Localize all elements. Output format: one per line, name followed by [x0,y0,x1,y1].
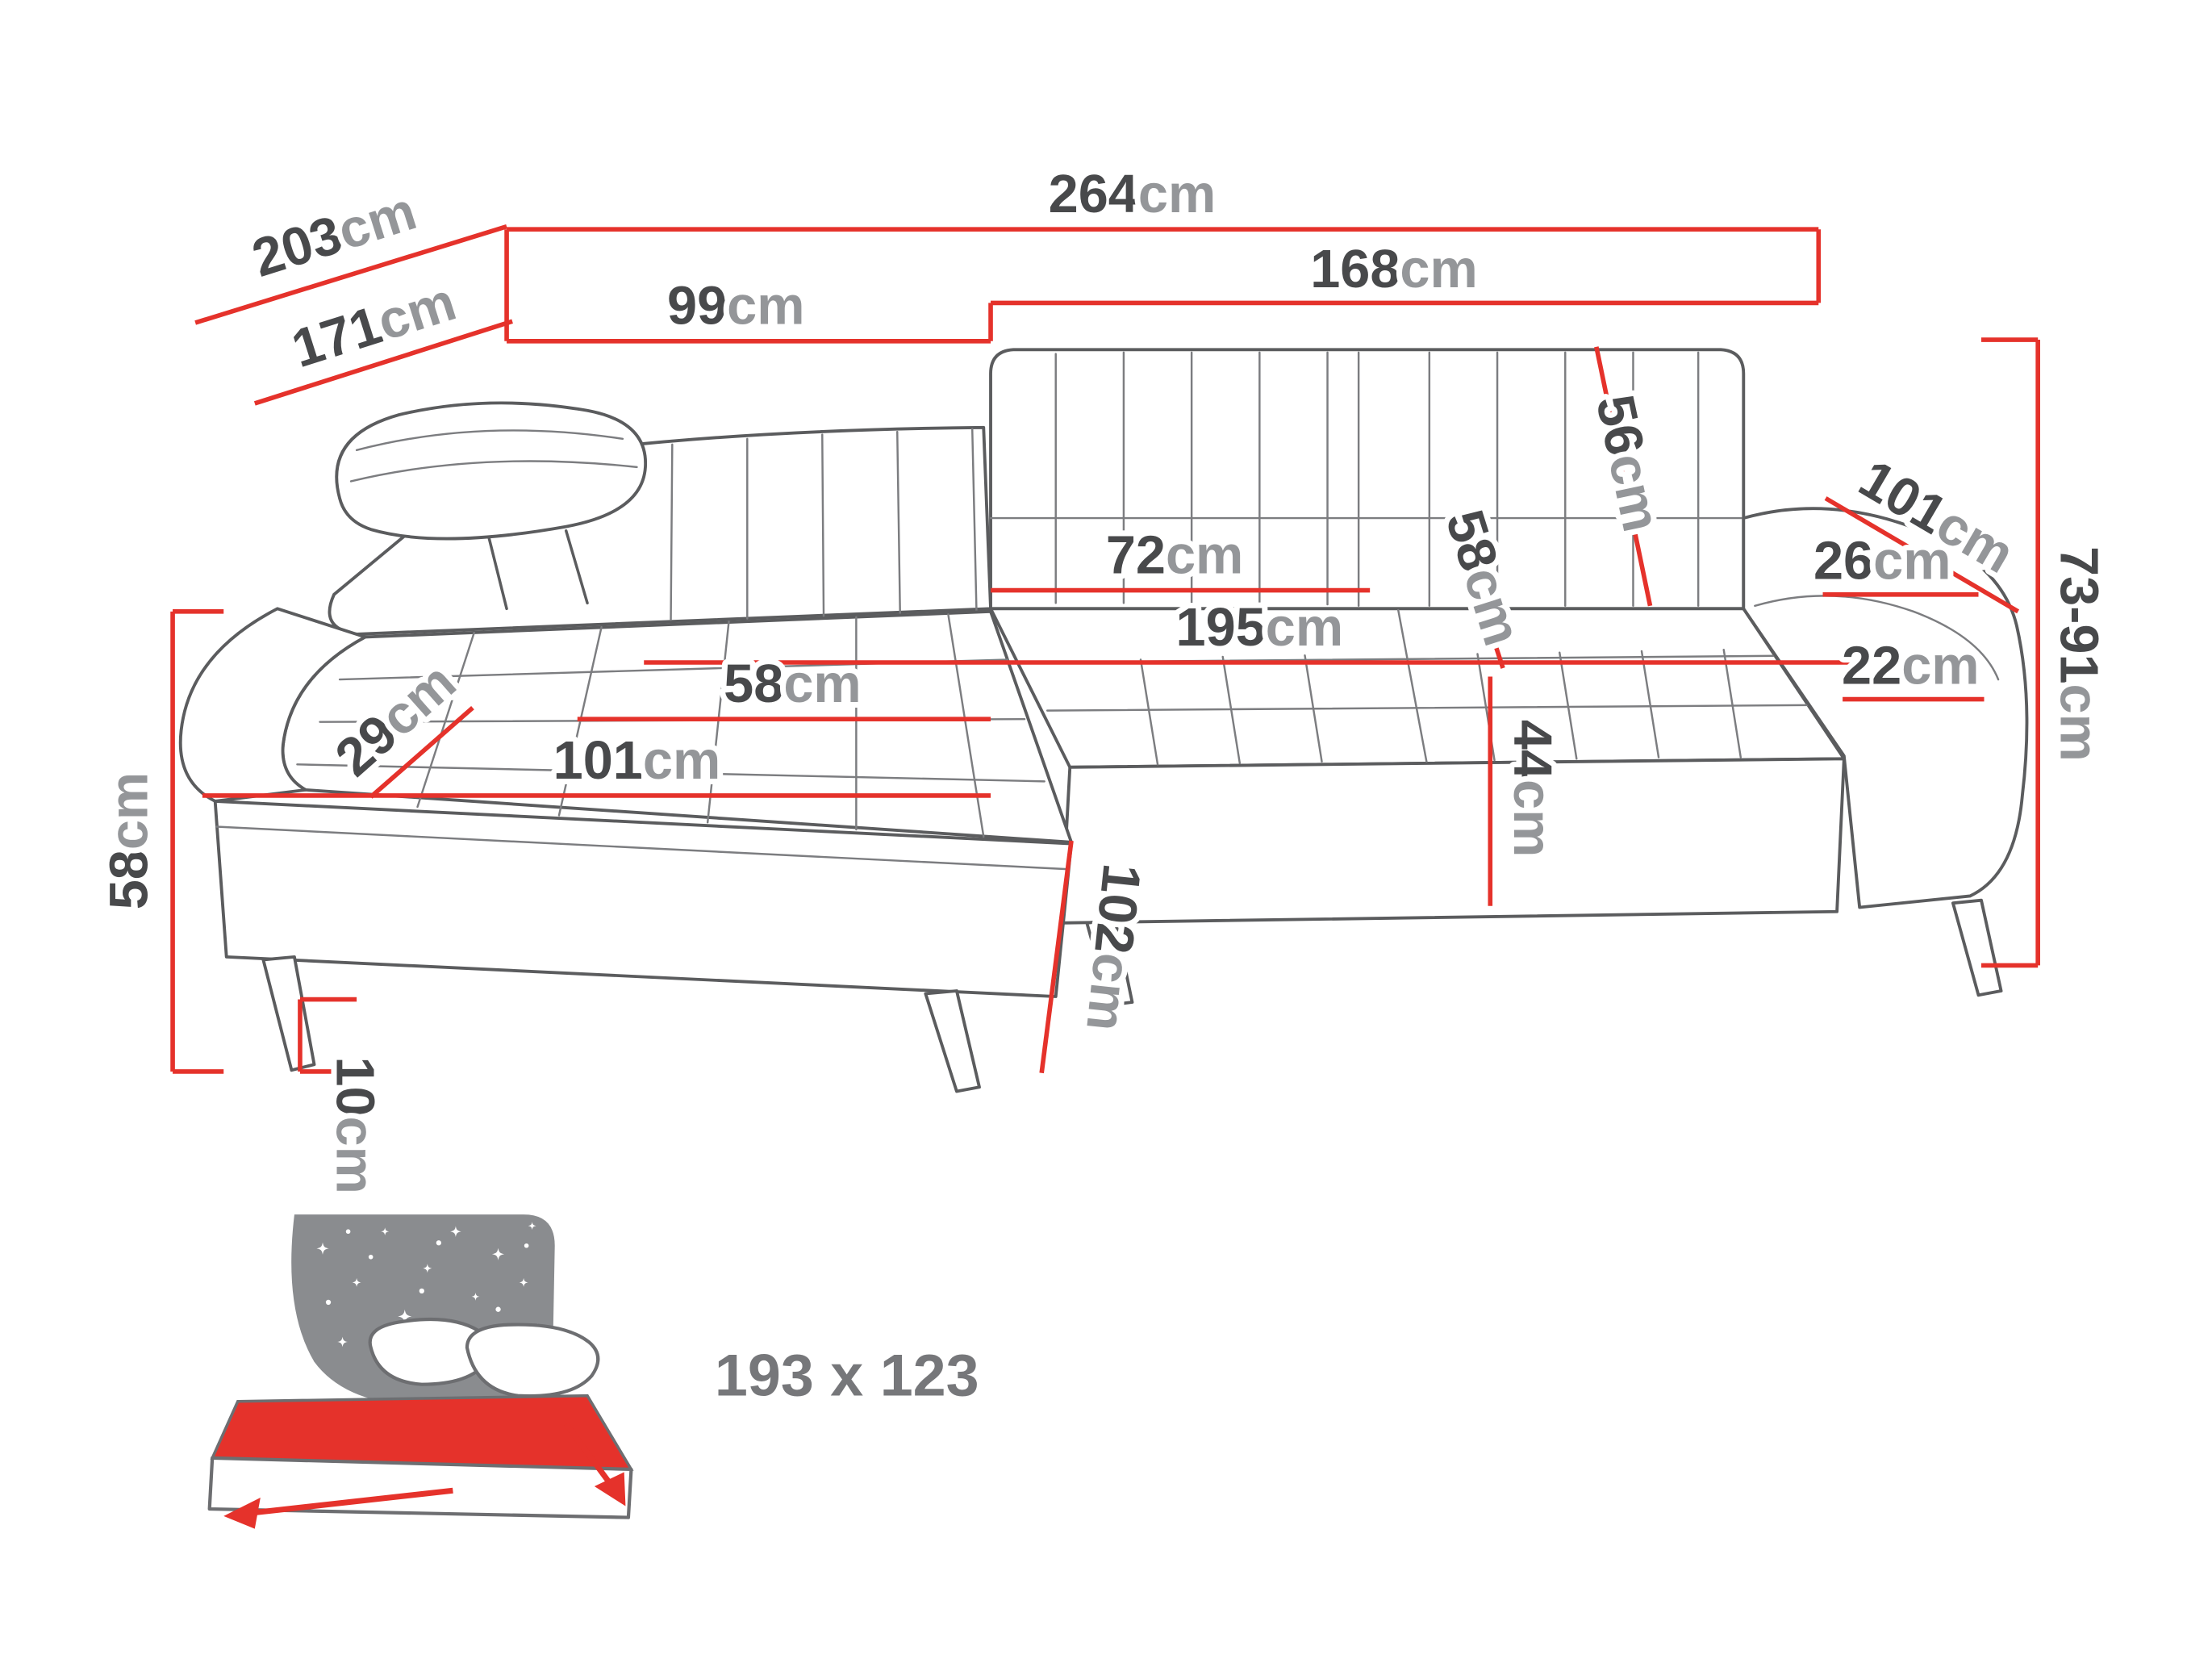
dim-value: 102 [1083,861,1151,956]
dim-value: 58 [724,654,783,714]
line-backrest-thickness [1450,512,1505,669]
stars-decoration [316,1222,543,1381]
sofa-bed-icon: 193 x 123 [207,1214,979,1529]
dim-value: 44 [1502,720,1562,779]
dim-value: 101 [553,731,643,791]
line-chaise-front-depth [1039,840,1074,1074]
dim-label-total-width: 264cm [1049,165,1217,224]
dim-label-chaise-front-depth: 102cm [1075,861,1151,1034]
line-chaise-length [253,319,513,406]
dim-label-seat-depth: 72cm [1106,525,1243,585]
dim-label-height-range: 73-91cm [2048,546,2108,762]
dim-unit: cm [2048,684,2108,762]
line-height-range [1981,337,2040,968]
dim-value: 73-91 [2048,546,2108,683]
dim-label-total-depth: 203cm [245,182,423,289]
line-total-depth [194,224,507,325]
dim-unit: cm [1400,240,1477,299]
dim-value: 26 [1813,531,1873,591]
dim-value: 264 [1049,165,1138,224]
dim-value: 10 [325,1056,385,1116]
dim-value: 58 [99,850,159,909]
dim-label-leg-height: 10cm [325,1056,385,1194]
dim-label-armrest-front-height: 22cm [1842,636,1980,696]
line-leg-height [298,997,357,1074]
bed-unfold-arrows [223,1422,626,1529]
dim-unit: cm [1075,951,1142,1034]
dim-unit: cm [643,731,720,791]
dim-unit: cm [783,654,861,714]
dim-label-seat-height: 44cm [1502,720,1562,858]
dim-unit: cm [325,1117,385,1194]
dim-unit: cm [1596,449,1671,537]
chaise-section [178,607,1073,998]
dim-label-corner-back-width: 99cm [667,277,804,336]
dim-label-chaise-cushion-length: 101cm [553,731,721,791]
dim-value: 99 [667,277,727,336]
dim-value: 195 [1176,598,1266,658]
dim-unit: cm [1138,165,1216,224]
dim-unit: cm [1266,598,1343,658]
bed-base [207,1456,633,1519]
dim-value: 203 [245,205,348,289]
dim-unit: cm [1502,779,1562,857]
line-left-armrest-width [369,706,474,799]
dim-unit: cm [331,182,423,262]
dim-unit: cm [1166,525,1243,585]
dim-unit: cm [1873,531,1951,591]
sleeping-size-label: 193 x 123 [715,1342,979,1409]
dim-unit: cm [1901,636,1979,696]
dim-value: 22 [1842,636,1901,696]
dim-label-chaise-cushion-width: 58cm [724,654,862,714]
sofa-drawing [178,348,2029,1093]
bed-pillow-right [465,1323,600,1398]
dim-label-right-back-width: 168cm [1310,240,1478,299]
dim-value: 168 [1310,240,1400,299]
line-backrest-height [1594,346,1653,607]
seat-section [989,607,1846,925]
dim-label-side-height: 58cm [99,772,159,910]
main-backrest [989,348,1746,611]
dim-unit: cm [99,772,159,850]
line-armrest-depth [1824,496,2020,614]
dim-label-seat-length: 195cm [1176,598,1344,658]
headrest-pillow [335,401,647,611]
dim-value: 72 [1106,525,1166,585]
dim-unit: cm [727,277,804,336]
line-side-height [170,609,224,1074]
dim-label-armrest-width: 26cm [1813,531,1951,591]
dimension-lines [170,224,2040,1074]
